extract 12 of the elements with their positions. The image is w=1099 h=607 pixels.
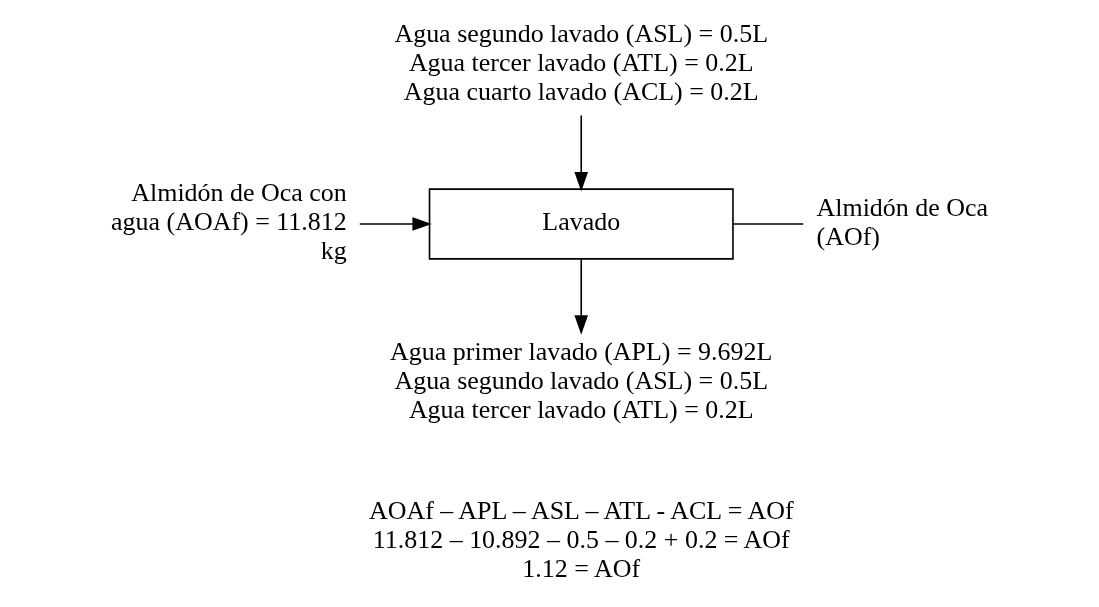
arrow: [358, 217, 432, 231]
label: 11.812 – 10.892 – 0.5 – 0.2 + 0.2 = AOf: [372, 525, 790, 555]
connector: [731, 223, 804, 225]
label: AOAf – APL – ASL – ATL - ACL = AOf: [368, 495, 794, 525]
arrow: [573, 114, 588, 192]
node-text: Almidón de Oca (AOf): [816, 192, 988, 251]
node-box: Lavado: [428, 188, 734, 260]
label: 1.12 = AOf: [521, 554, 640, 584]
node-text: Agua segundo lavado (ASL) = 0.5L Agua tercer lavado (ATL) = 0.2L Agua cuarto lavado (ACL) = 0.2L: [393, 18, 768, 107]
arrow: [573, 258, 588, 335]
node-text: Agua primer lavado (APL) = 9.692L Agua segundo lavado (ASL) = 0.5L Agua tercer lavado (ATL) = 0.2L: [389, 336, 772, 425]
node-text: Almidón de Oca con agua (AOAf) = 11.812 kg: [110, 177, 347, 266]
